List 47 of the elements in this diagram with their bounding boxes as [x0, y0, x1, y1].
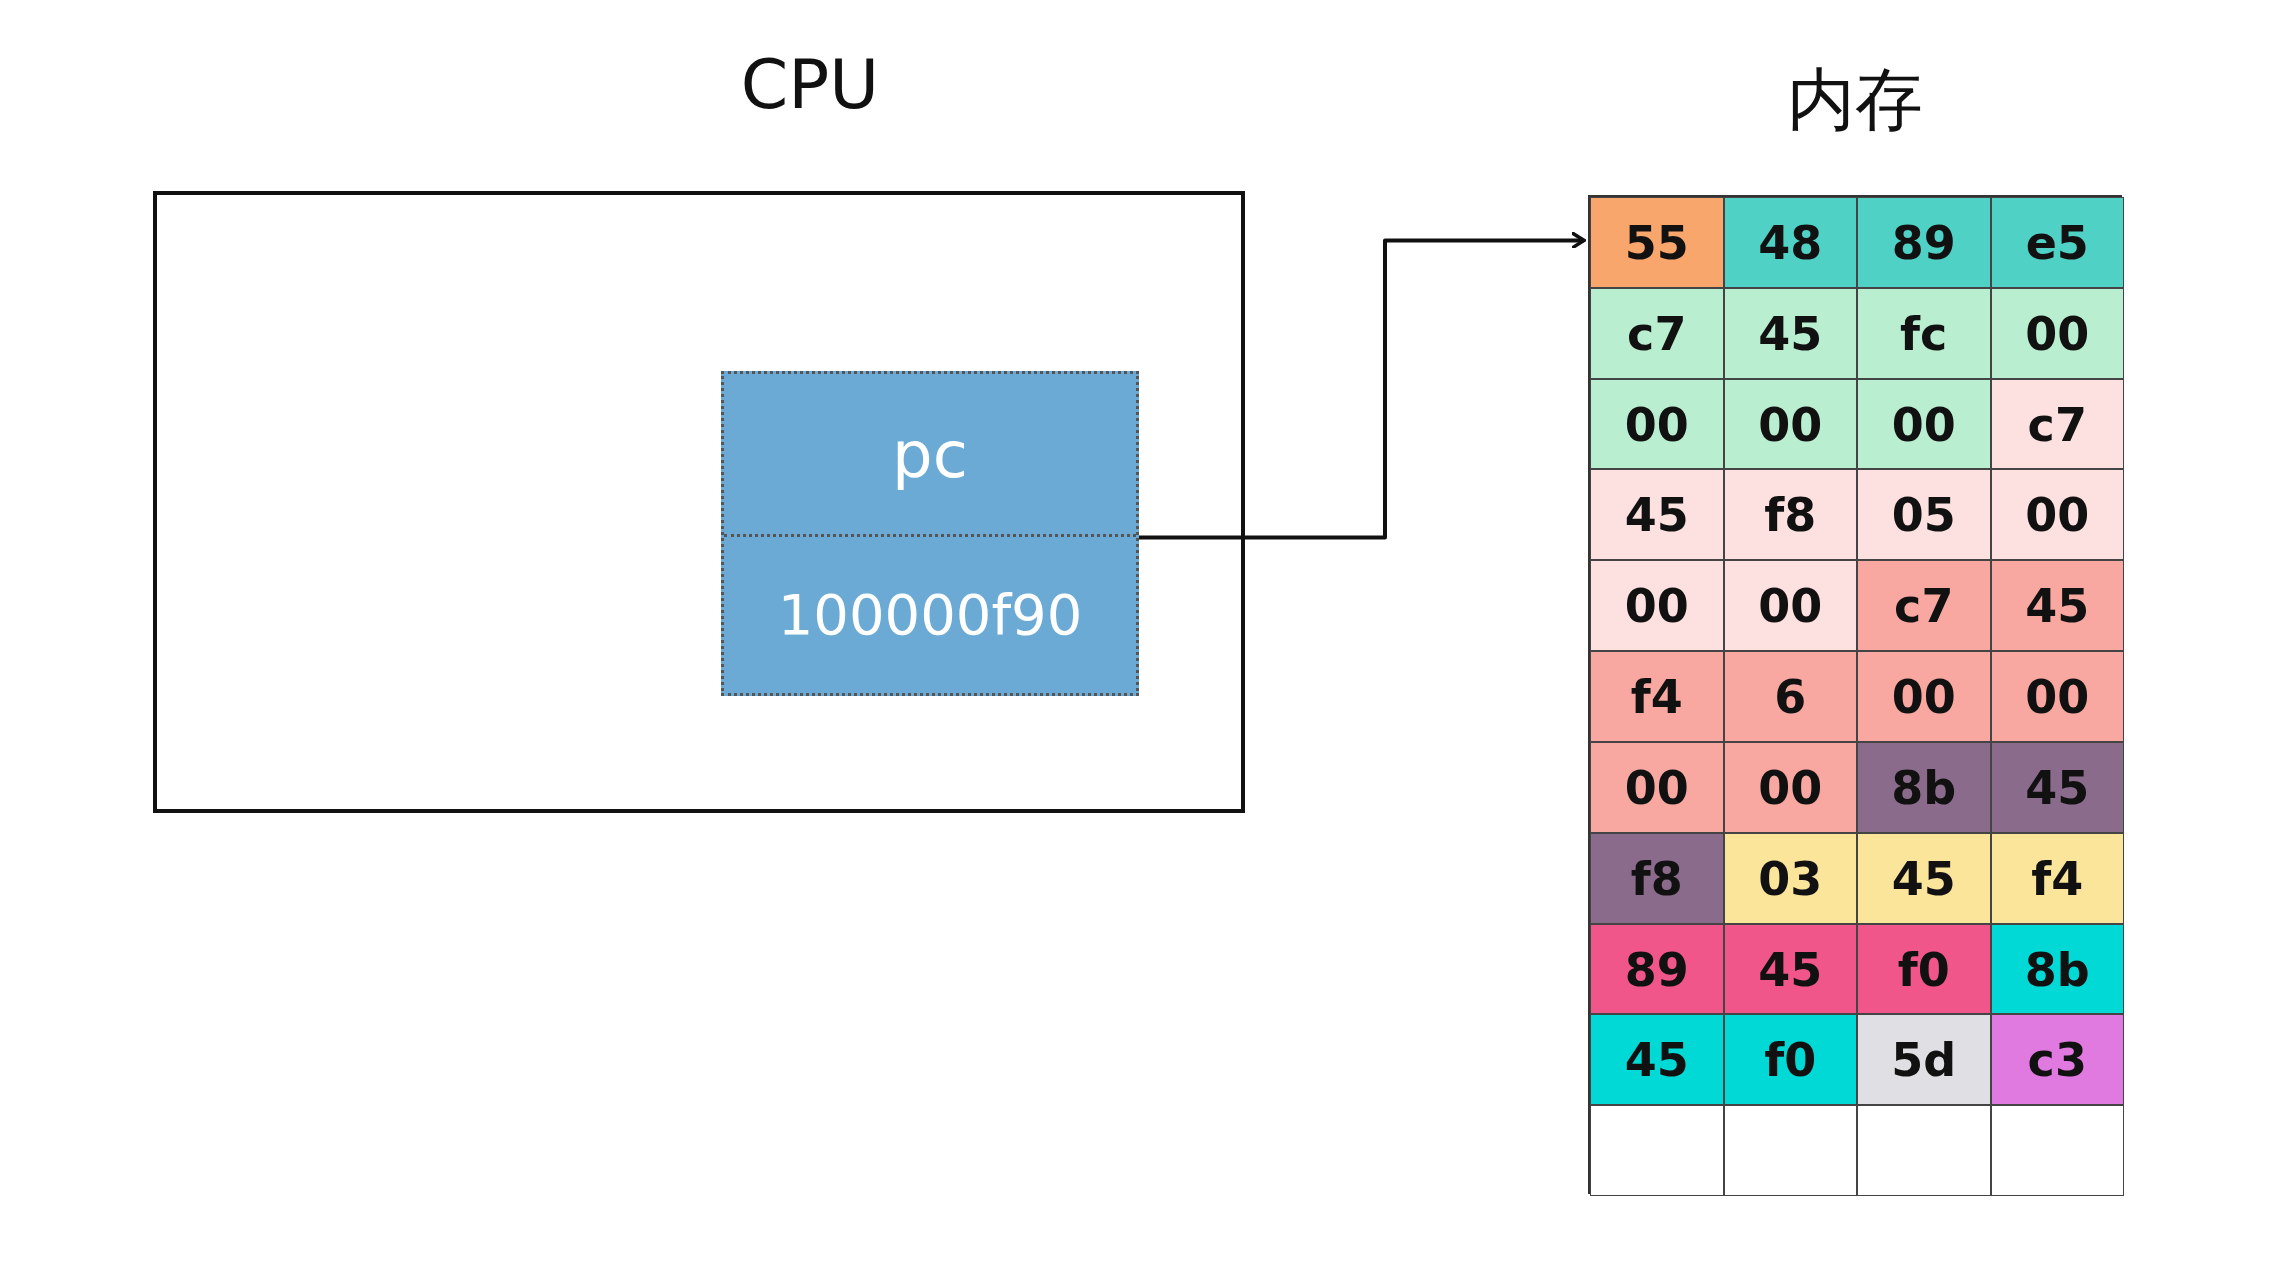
memory-cell: 00: [1990, 469, 2124, 561]
memory-cell: 00: [1723, 560, 1857, 652]
memory-cell: f4: [1590, 651, 1724, 742]
memory-cell: 8b: [1857, 741, 1991, 833]
memory-cell: c7: [1590, 287, 1724, 379]
heading: 内存: [1786, 60, 1924, 140]
memory-cell: 89: [1590, 923, 1724, 1015]
memory-cell: 5d: [1857, 1014, 1991, 1106]
memory-cell: c7: [1990, 378, 2124, 470]
memory-cell: 00: [1723, 741, 1857, 833]
memory-cell: f4: [1990, 832, 2124, 924]
memory-cell: e5: [1990, 197, 2124, 288]
memory-cell: 45: [1857, 832, 1991, 924]
memory-cell: 45: [1723, 923, 1857, 1015]
memory-cell: f8: [1723, 469, 1857, 561]
memory-cell: 00: [1857, 651, 1991, 742]
memory-cell: 00: [1990, 651, 2124, 742]
memory-cell: 45: [1590, 1014, 1724, 1106]
memory-cell: 00: [1590, 560, 1724, 652]
memory-cell: fc: [1857, 287, 1991, 379]
memory-cell: 55: [1590, 197, 1724, 288]
memory-cell: 45: [1723, 287, 1857, 379]
memory-cell: 89: [1857, 197, 1991, 288]
memory-cell: 8b: [1990, 923, 2124, 1015]
memory-cell: 45: [1990, 741, 2124, 833]
register-box: [721, 371, 1139, 696]
memory-cell: 05: [1857, 469, 1991, 561]
memory-cell: 45: [1990, 560, 2124, 652]
memory-cell: 45: [1590, 469, 1724, 561]
memory-cell: 00: [1590, 741, 1724, 833]
register-name: pc: [891, 417, 969, 494]
memory-cell: f0: [1857, 923, 1991, 1015]
heading: CPU: [739, 45, 881, 125]
memory-cell: 00: [1857, 378, 1991, 470]
memory-cell: c7: [1857, 560, 1991, 652]
memory-cell: 00: [1990, 287, 2124, 379]
memory-cell: 6: [1723, 651, 1857, 742]
memory-cell: 00: [1723, 378, 1857, 470]
register-value: 100000f90: [776, 580, 1084, 649]
memory-cell: c3: [1990, 1014, 2124, 1106]
arrow: [1139, 231, 1586, 540]
memory-cell: f0: [1723, 1014, 1857, 1106]
memory-cell: 03: [1723, 832, 1857, 924]
memory-cell: 00: [1590, 378, 1724, 470]
memory-cell: 48: [1723, 197, 1857, 288]
memory-cell: f8: [1590, 832, 1724, 924]
memory-grid: [1588, 195, 2122, 1194]
